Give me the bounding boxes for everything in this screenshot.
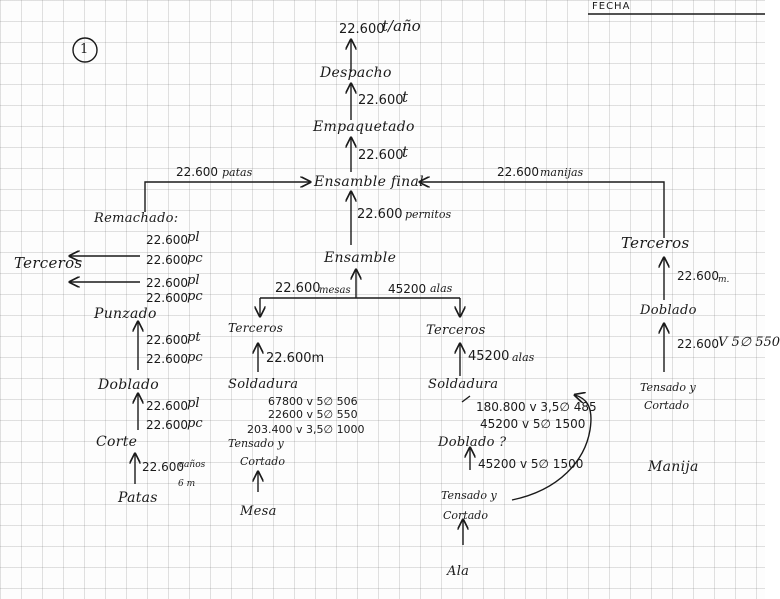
remachado-unit-2: pc [187, 251, 203, 266]
doblado-qty-2: 22.600 [146, 352, 188, 366]
mesa-weld-line-3: 203.400 v 3,5∅ 1000 [247, 423, 365, 436]
manijas-qty: 22.600 [497, 165, 539, 179]
doblado-left-label: Doblado [98, 377, 159, 393]
punzado-qty-1: 22.600 [146, 276, 188, 290]
manijas-label: manijas [540, 166, 584, 179]
remachado-label: Remachado: [94, 211, 179, 226]
mesa-weld-line-1: 67800 v 5∅ 506 [268, 395, 358, 408]
mesa-m-qty: 22.600m [266, 351, 325, 366]
ala-weld-line-2: 45200 v 5∅ 1500 [480, 417, 586, 431]
terceros-ala-label: Terceros [426, 323, 486, 338]
top-qty: 22.600 [339, 22, 385, 37]
ala-alas-label: alas [512, 351, 535, 364]
punzado-qty-2: 22.600 [146, 291, 188, 305]
despacho-label: Despacho [320, 65, 392, 81]
manija-label: Manija [648, 459, 699, 475]
remachado-qty-1: 22.600 [146, 233, 188, 247]
doblado-qty-1: 22.600 [146, 333, 188, 347]
punzado-unit-1: pl [187, 273, 200, 288]
punzado-unit-2: pc [187, 289, 203, 304]
doblado-ala-label: Doblado ? [438, 435, 507, 450]
corte-qty-1: 22.600 [146, 399, 188, 413]
tensado-ala-label: Tensado y [441, 489, 497, 502]
canos-label: caños [179, 460, 206, 470]
despacho-qty: 22.600 [358, 93, 404, 108]
cortado-mesa-label: Cortado [240, 455, 285, 468]
empaquetado-qty: 22.600 [358, 148, 404, 163]
corte-qty-2: 22.600 [146, 418, 188, 432]
despacho-unit: t [402, 88, 409, 106]
empaquetado-unit: t [402, 143, 409, 161]
remachado-unit-1: pl [187, 230, 200, 245]
six-m-label: 6 m [178, 479, 196, 489]
page-number: 1 [80, 42, 89, 57]
pernitos-label: pernitos [405, 208, 452, 221]
alas-label: alas [430, 282, 453, 295]
ensamble-label: Ensamble [324, 250, 397, 266]
cortado-right-label: Cortado [644, 399, 689, 412]
right-mas-label: m. [718, 275, 730, 285]
doblado-unit-1: pt [187, 330, 201, 345]
tensado-mesa-label: Tensado y [228, 437, 284, 450]
ensamble-final-label: Ensamble final [314, 174, 424, 190]
ala-weld-line-1: 180.800 v 3,5∅ 485 [476, 400, 597, 414]
patas-label: Patas [118, 490, 158, 506]
fecha-label: FECHA [592, 1, 631, 12]
doblado-right-label: Doblado [640, 303, 697, 318]
terceros-right-label: Terceros [621, 234, 690, 252]
remachado-qty-2: 22.600 [146, 253, 188, 267]
alas-qty: 45200 [388, 282, 427, 296]
ala-label: Ala [447, 564, 470, 579]
soldadura-mesa-label: Soldadura [228, 377, 299, 392]
patas-to-ensamble-label: patas [222, 166, 253, 179]
curve-tensado-soldadura [511, 395, 592, 501]
mesas-label: mesas [319, 285, 351, 296]
mesa-weld-line-2: 22600 v 5∅ 550 [268, 408, 358, 421]
cortado-ala-label: Cortado [443, 509, 488, 522]
ala-alas-qty: 45200 [468, 349, 510, 364]
corte-label: Corte [96, 434, 138, 450]
terceros-mesa-label: Terceros [228, 321, 284, 335]
corte-unit-1: pl [187, 396, 200, 411]
mesas-qty: 22.600 [275, 281, 321, 296]
soldadura-ala-label: Soldadura [428, 377, 499, 392]
pernitos-qty: 22.600 [357, 207, 403, 222]
mesa-label: Mesa [240, 504, 277, 519]
top-unit: t/año [382, 17, 421, 35]
punzado-label: Punzado [94, 306, 157, 322]
page-circle [72, 37, 98, 63]
corte-unit-2: pc [187, 416, 203, 431]
ala-doblado-qty: 45200 v 5∅ 1500 [478, 457, 584, 471]
tick-soldadura [461, 395, 471, 403]
arrow-manijas-ensamble [420, 182, 665, 238]
right-v-label: V 5∅ 550 [718, 335, 780, 350]
doblado-unit-2: pc [187, 350, 203, 365]
tensado-right-label: Tensado y [640, 381, 696, 394]
right-mas-qty: 22.600 [677, 269, 719, 283]
patas-qty: 22.600 [176, 165, 218, 179]
empaquetado-label: Empaquetado [313, 119, 415, 135]
canos-qty: 22.600 [142, 460, 184, 474]
right-v-qty: 22.600 [677, 337, 719, 351]
terceros-left-label: Terceros [14, 254, 83, 272]
arrow-patas-ensamble [144, 182, 310, 212]
